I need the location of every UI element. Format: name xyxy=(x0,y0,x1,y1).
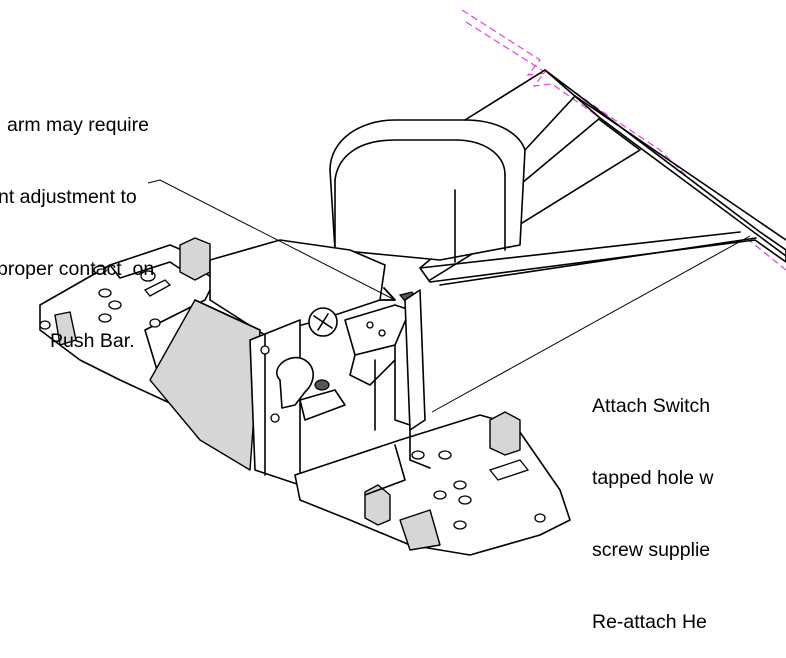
callout-line: proper contact on xyxy=(0,258,155,280)
callout-line: Push Bar. xyxy=(50,330,135,352)
channel-rail xyxy=(374,289,426,431)
callout-line: Attach Switch xyxy=(592,395,711,417)
callout-attach-switch-note: Attach Switch tapped hole w screw suppli… xyxy=(592,346,786,658)
right-mounting-plate xyxy=(294,411,571,556)
left-mounting-plate xyxy=(39,237,216,411)
callout-line: arm may require xyxy=(7,114,149,136)
device-drawing xyxy=(39,9,786,556)
callout-line: tapped hole w xyxy=(592,467,714,489)
callout-adjustment-note: arm may require nt adjustment to proper … xyxy=(0,65,245,377)
leader-lines xyxy=(147,179,751,413)
end-cap-housing xyxy=(329,69,576,263)
callout-line: nt adjustment to xyxy=(0,186,137,208)
diagram-canvas: arm may require nt adjustment to proper … xyxy=(0,9,786,633)
switch-body xyxy=(149,239,386,486)
callout-line: screw supplie xyxy=(592,539,711,561)
callout-line: Re-attach He xyxy=(592,611,707,633)
